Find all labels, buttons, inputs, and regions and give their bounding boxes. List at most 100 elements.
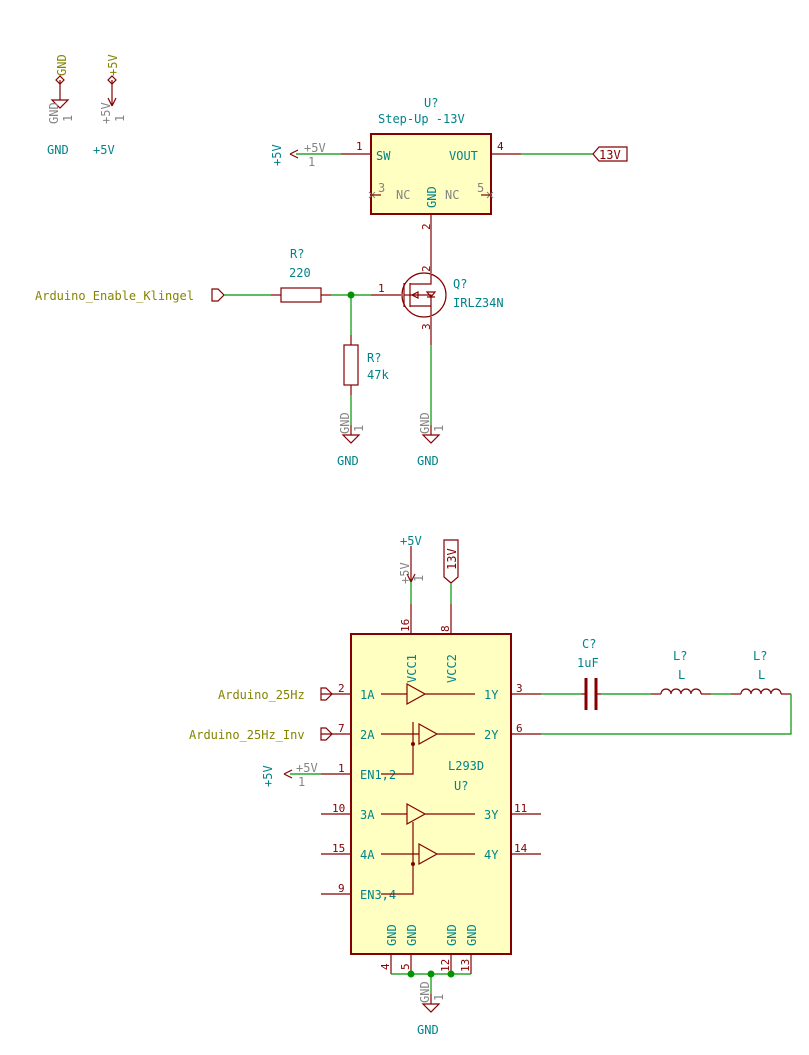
plus5v-symbol-pin-name: +5V (99, 102, 113, 124)
stepup-value: Step-Up -13V (378, 112, 465, 126)
mosfet-value: IRLZ34N (453, 296, 504, 310)
gnd-pulldown-pin-name: GND (338, 412, 352, 434)
l293d-1a-name: 1A (360, 688, 375, 702)
stepup-vout-label: 13V (521, 146, 628, 162)
gnd-mosfet-symbol: GND 1 GND (417, 412, 446, 468)
stepup-gnd-pin-name: GND (425, 186, 439, 208)
resistor-pulldown: R? 47k (343, 335, 389, 395)
mosfet-ref: Q? (453, 277, 467, 291)
l293d-gnd-name-b: GND (405, 924, 419, 946)
stepup-vout-pin-name: VOUT (449, 149, 478, 163)
l293d-gnd-name-d: GND (465, 924, 479, 946)
inductor-2-value: L (758, 668, 765, 682)
l293d-gnd-name-c: GND (445, 924, 459, 946)
stepup-module: U? Step-Up -13V 1 SW 4 VOUT 3 NC 5 NC GN… (341, 96, 521, 244)
l293d-vcc1-pin-number: 16 (399, 619, 412, 632)
inductor-1-ref: L? (673, 649, 687, 663)
plus5v-symbol-net-label: +5V (106, 54, 120, 76)
l293d-gnd-power-ref: GND (417, 1023, 439, 1037)
l293d-internal-node-1 (411, 742, 415, 746)
mosfet-gate-pin-number: 1 (378, 282, 385, 295)
l293d-3y-name: 3Y (484, 808, 499, 822)
l293d-en34-name: EN3,4 (360, 888, 396, 902)
arduino-enable-label-text: Arduino_Enable_Klingel (35, 289, 194, 303)
l293d-vcc1-power-symbol: +5V +5V 1 (398, 534, 426, 584)
l293d-3a-name: 3A (360, 808, 375, 822)
junction-gnd-2 (427, 970, 435, 978)
gnd-symbol-pin-number: 1 (61, 115, 75, 122)
inductor-1: L? L (651, 649, 711, 695)
l293d-en-power-pin-name: +5V (296, 761, 318, 775)
gnd-pulldown-pin-number: 1 (352, 425, 366, 432)
l293d-2y-pin-number: 6 (516, 722, 523, 735)
stepup-nc-right-name: NC (445, 188, 459, 202)
l293d-2a-name: 2A (360, 728, 375, 742)
l293d-en-power-symbol: +5V +5V 1 (261, 761, 321, 789)
arduino-25hz-inv-label-text: Arduino_25Hz_Inv (189, 728, 305, 742)
l293d-4a-pin-number: 15 (332, 842, 345, 855)
l293d-3a-pin-number: 10 (332, 802, 345, 815)
l293d-3y-pin-number: 11 (514, 802, 527, 815)
stepup-sw-power-symbol: +5V +5V 1 (270, 141, 341, 169)
stepup-vout-pin-number: 4 (497, 140, 504, 153)
l293d-gnd-pin-number-d: 13 (459, 959, 472, 972)
l293d-en-power-ref: +5V (261, 765, 275, 787)
l293d-1y-name: 1Y (484, 688, 499, 702)
stepup-sw-power-ref: +5V (270, 144, 284, 166)
gnd-pulldown-ref: GND (337, 454, 359, 468)
stepup-nc-left-name: NC (396, 188, 410, 202)
l293d-vcc1-power-pin-number: 1 (412, 575, 426, 582)
stepup-sw-pin-name: SW (376, 149, 391, 163)
resistor-gate-ref: R? (290, 247, 304, 261)
l293d-4y-name: 4Y (484, 848, 499, 862)
capacitor-value: 1uF (577, 656, 599, 670)
stepup-ref: U? (424, 96, 438, 110)
arduino-enable-input-label: Arduino_Enable_Klingel (35, 288, 225, 303)
l293d-vcc1-power-pin-name: +5V (398, 562, 412, 584)
l293d-vcc2-name: VCC2 (445, 654, 459, 683)
stepup-sw-power-pin-number: 1 (308, 155, 315, 169)
stepup-vout-label-text: 13V (599, 148, 621, 162)
l293d-gnd-pin-number-c: 12 (439, 959, 452, 972)
l293d-en12-pin-number: 1 (338, 762, 345, 775)
l293d-gnd-power-symbol: GND 1 GND (417, 981, 446, 1037)
l293d-gnd-power-pin-number: 1 (432, 994, 446, 1001)
l293d-2a-pin-number: 7 (338, 722, 345, 735)
l293d-1y-pin-number: 3 (516, 682, 523, 695)
l293d-1a-pin-number: 2 (338, 682, 345, 695)
junction-gnd-1 (407, 970, 415, 978)
stepup-sw-power-pin-name: +5V (304, 141, 326, 155)
inductor-1-value: L (678, 668, 685, 682)
l293d-vcc1-name: VCC1 (405, 654, 419, 683)
stepup-gnd-pin-number: 2 (420, 223, 433, 230)
gnd-power-symbol: GND GND 1 GND (47, 54, 75, 157)
l293d-body (350, 633, 512, 955)
resistor-pulldown-ref: R? (367, 351, 381, 365)
mosfet-source-pin-number: 3 (420, 323, 433, 330)
arduino-25hz-inv-input-label: Arduino_25Hz_Inv (189, 727, 333, 742)
stepup-nc-right-pin-number: 5 (477, 181, 484, 195)
l293d-2y-name: 2Y (484, 728, 499, 742)
wire-l2-return-to-2y (541, 694, 792, 735)
capacitor: C? 1uF (577, 637, 601, 710)
l293d-vcc2-pin-number: 8 (439, 625, 452, 632)
gnd-pulldown-symbol: GND 1 GND (337, 412, 366, 468)
l293d-en34-pin-number: 9 (338, 882, 345, 895)
stepup-sw-pin-number: 1 (356, 140, 363, 153)
l293d-value: L293D (448, 759, 484, 773)
resistor-gate: R? 220 (271, 247, 331, 303)
l293d-internal-node-2 (411, 862, 415, 866)
l293d-chip: 16 8 VCC1 VCC2 2 7 1 10 15 9 1A 2A EN1,2… (321, 604, 541, 974)
stepup-nc-left-pin-number: 3 (378, 181, 385, 195)
inductor-2-ref: L? (753, 649, 767, 663)
plus5v-symbol-pin-number: 1 (113, 115, 127, 122)
mosfet-drain-pin-number: 2 (420, 265, 433, 272)
l293d-4y-pin-number: 14 (514, 842, 528, 855)
l293d-en12-name: EN1,2 (360, 768, 396, 782)
resistor-pulldown-value: 47k (367, 368, 389, 382)
l293d-gnd-name-a: GND (385, 924, 399, 946)
mosfet: Q? IRLZ34N 1 2 3 (371, 244, 504, 345)
l293d-gnd-pin-number-b: 5 (399, 963, 412, 970)
l293d-vcc2-label-text: 13V (445, 548, 459, 570)
